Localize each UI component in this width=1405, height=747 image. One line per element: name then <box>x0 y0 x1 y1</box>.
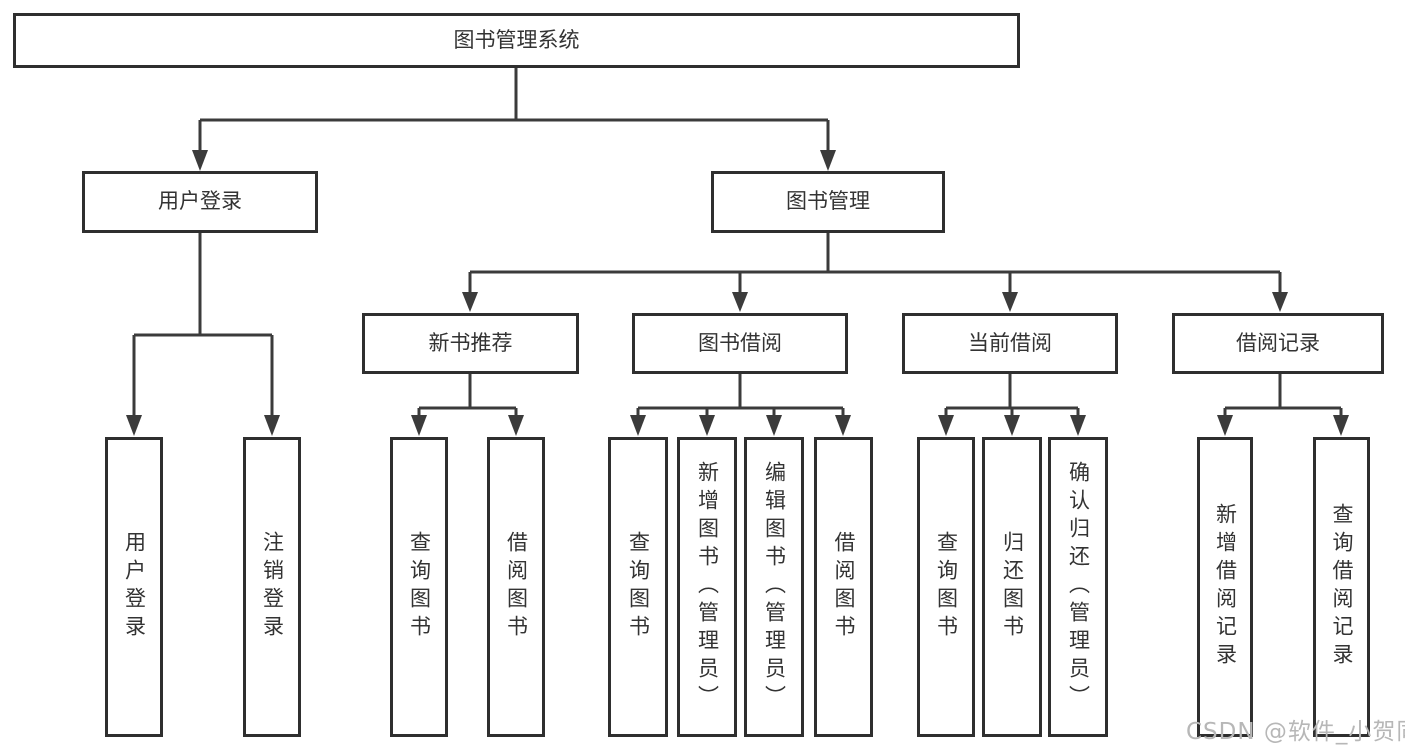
arrowhead <box>938 415 954 436</box>
node-root: 图书管理系统 <box>13 13 1020 68</box>
leaf-borrow-books-label: 借阅图书 <box>832 531 856 643</box>
arrowhead <box>732 292 748 312</box>
watermark: CSDN @软件_小贺同学 <box>1186 719 1405 745</box>
leaf-user-login-label: 用户登录 <box>122 531 147 643</box>
arrowhead <box>1272 292 1288 312</box>
node-borrowing-records: 借阅记录 <box>1172 313 1384 374</box>
node-root-label: 图书管理系统 <box>453 27 580 52</box>
node-borrowing-records-label: 借阅记录 <box>1236 330 1320 355</box>
leaf-return-book-label: 归还图书 <box>1000 531 1025 643</box>
leaf-edit-book-admin: 编辑图书（管理员） <box>744 437 804 737</box>
leaf-confirm-return-admin-label: 确认归还（管理员） <box>1066 461 1091 713</box>
node-book-borrowing-label: 图书借阅 <box>698 330 782 355</box>
leaf-logout-label: 注销登录 <box>260 531 285 643</box>
arrowhead <box>835 415 851 436</box>
arrowhead <box>766 415 782 436</box>
node-book-management-label: 图书管理 <box>786 189 870 214</box>
leaf-query-books-current: 查询图书 <box>917 437 975 737</box>
node-current-borrowing-label: 当前借阅 <box>968 330 1052 355</box>
leaf-query-books-recommend-label: 查询图书 <box>407 531 432 643</box>
leaf-query-books-borrow: 查询图书 <box>608 437 668 737</box>
arrowhead <box>411 415 427 436</box>
leaf-query-borrow-record-label: 查询借阅记录 <box>1330 503 1354 671</box>
node-book-management: 图书管理 <box>711 171 945 233</box>
leaf-query-borrow-record: 查询借阅记录 <box>1313 437 1370 737</box>
leaf-return-book: 归还图书 <box>982 437 1042 737</box>
node-new-book-recommend-label: 新书推荐 <box>428 330 513 355</box>
node-book-borrowing: 图书借阅 <box>632 313 848 374</box>
arrowhead <box>462 292 478 312</box>
leaf-borrow-books-recommend-label: 借阅图书 <box>504 531 529 643</box>
arrowhead <box>126 415 142 436</box>
leaf-add-book-admin-label: 新增图书（管理员） <box>695 461 720 713</box>
arrowhead <box>264 415 280 436</box>
arrowhead <box>1004 415 1020 436</box>
leaf-borrow-books: 借阅图书 <box>814 437 873 737</box>
node-user-login-label: 用户登录 <box>158 189 242 214</box>
node-current-borrowing: 当前借阅 <box>902 313 1118 374</box>
arrowhead <box>1070 415 1086 436</box>
leaf-edit-book-admin-label: 编辑图书（管理员） <box>762 461 787 713</box>
arrowhead <box>508 415 524 436</box>
node-user-login: 用户登录 <box>82 171 318 233</box>
leaf-logout: 注销登录 <box>243 437 301 737</box>
node-new-book-recommend: 新书推荐 <box>362 313 579 374</box>
leaf-query-books-recommend: 查询图书 <box>390 437 448 737</box>
leaf-add-borrow-record: 新增借阅记录 <box>1197 437 1253 737</box>
arrowhead <box>699 415 715 436</box>
leaf-borrow-books-recommend: 借阅图书 <box>487 437 545 737</box>
leaf-add-book-admin: 新增图书（管理员） <box>677 437 737 737</box>
leaf-query-books-borrow-label: 查询图书 <box>626 531 651 643</box>
arrowhead <box>630 415 646 436</box>
arrowhead <box>1333 415 1349 436</box>
arrowhead <box>820 150 836 171</box>
arrowhead <box>192 150 208 171</box>
leaf-add-borrow-record-label: 新增借阅记录 <box>1213 503 1238 671</box>
leaf-user-login: 用户登录 <box>105 437 163 737</box>
leaf-confirm-return-admin: 确认归还（管理员） <box>1048 437 1108 737</box>
arrowhead <box>1217 415 1233 436</box>
leaf-query-books-current-label: 查询图书 <box>934 531 959 643</box>
arrowhead <box>1002 292 1018 312</box>
